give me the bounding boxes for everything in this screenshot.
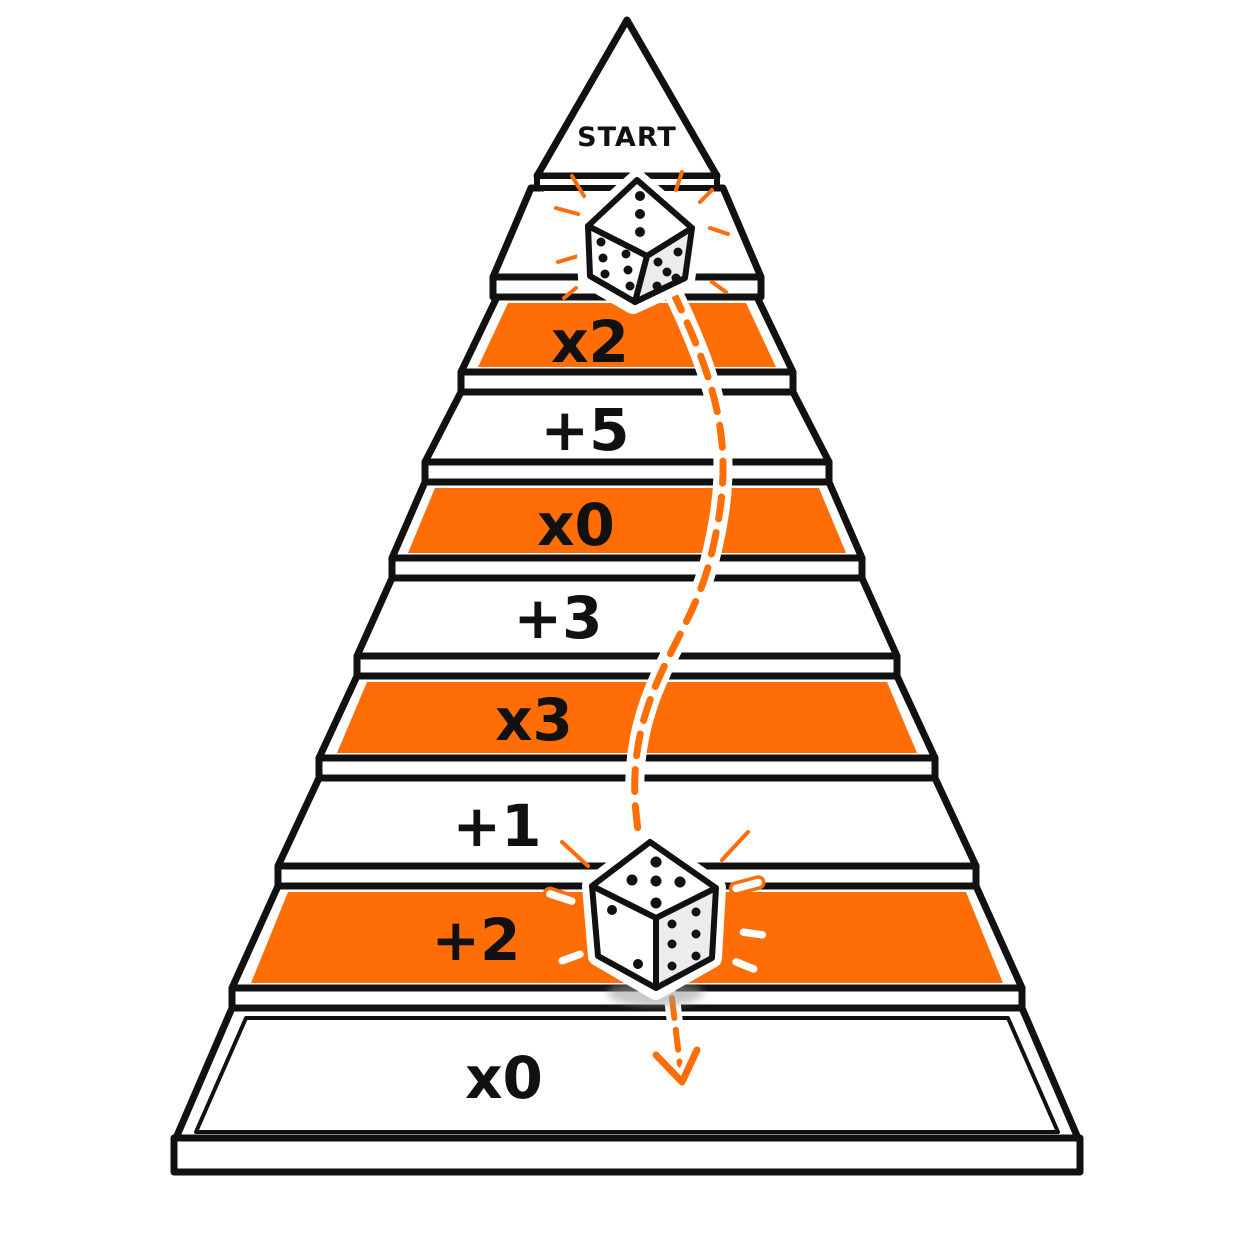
- start-die: [576, 170, 702, 314]
- step-label: x0: [537, 491, 615, 559]
- step-label: x0: [465, 1044, 543, 1112]
- start-cap: START: [533, 16, 721, 180]
- step-label: x3: [495, 686, 573, 754]
- step-4: +3: [353, 574, 901, 680]
- start-die-sparks: [554, 170, 730, 300]
- step-label: +3: [514, 584, 603, 652]
- step-3: x0: [388, 478, 866, 582]
- step-5: x3: [315, 672, 939, 782]
- step-label: +1: [453, 792, 542, 860]
- die-pips: [596, 191, 683, 291]
- end-die-sparks: [542, 830, 770, 977]
- step-label: x2: [551, 308, 629, 376]
- step-8: x0: [170, 1004, 1084, 1176]
- step-6: +1: [274, 774, 980, 890]
- end-die: [582, 832, 726, 1000]
- step-label: +5: [541, 396, 630, 464]
- die-pips: [607, 856, 701, 971]
- start-label: START: [577, 122, 677, 153]
- step-2: +5: [421, 388, 833, 486]
- step-label: +2: [432, 906, 521, 974]
